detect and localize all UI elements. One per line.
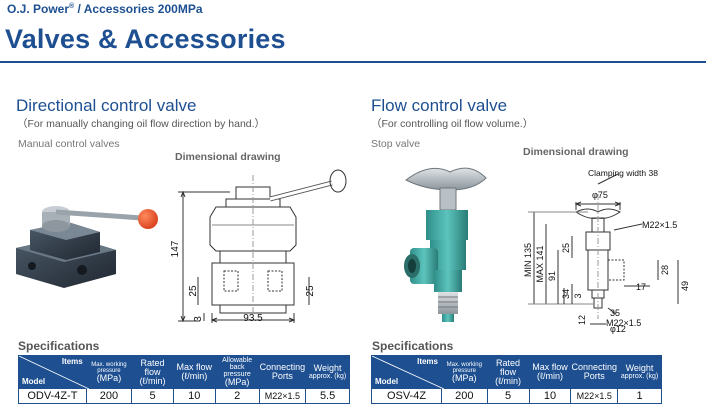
header-back-pressure: Allowable back pressure(MPa) xyxy=(214,355,260,389)
directional-valve-note: （For manually changing oil flow directio… xyxy=(17,118,266,130)
dim-25: 25 xyxy=(561,243,571,253)
items-label: Items xyxy=(417,357,438,366)
dim-port-right: 25 xyxy=(305,285,316,297)
manual-valve-photo xyxy=(16,206,158,288)
header-max-flow: Max flow(ℓ/min) xyxy=(172,355,216,389)
dim-91: 91 xyxy=(547,271,557,281)
right-spec-title: Specifications xyxy=(372,339,454,353)
header-rated-flow: Rated flow(ℓ/min) xyxy=(131,355,174,389)
dim-min-135: MIN 135 xyxy=(523,243,533,277)
dim-35: 35 xyxy=(610,308,620,318)
header-rated-flow: Rated flow(ℓ/min) xyxy=(486,355,530,389)
value-cell: M22×1.5 xyxy=(258,388,307,404)
value-cell: 200 xyxy=(441,388,488,404)
stop-valve-photo xyxy=(404,167,487,322)
dim-base: 3 xyxy=(193,316,204,322)
dim-width: 93.5 xyxy=(243,313,263,324)
value-cell: M22×1.5 xyxy=(570,388,619,404)
value-cell: 1 xyxy=(617,388,662,404)
dim-dia-75: φ75 xyxy=(592,190,608,200)
model-label: Model xyxy=(375,377,399,386)
brand-line: O.J. Power® / Accessories 200MPa xyxy=(7,2,203,16)
left-spec-title: Specifications xyxy=(18,339,100,353)
value-cell: 10 xyxy=(528,388,572,404)
dim-12: 12 xyxy=(577,315,587,325)
dim-3: 3 xyxy=(573,293,583,298)
dim-28: 28 xyxy=(660,265,670,275)
flow-valve-spec-table: Items Model Max. working pressure(MPa) R… xyxy=(371,355,662,404)
flow-valve-heading: Flow control valve xyxy=(371,96,508,115)
dim-port-top: M22×1.5 xyxy=(642,220,677,230)
directional-valve-drawing: 147 93.5 25 25 3 xyxy=(170,169,347,324)
items-label: Items xyxy=(61,357,83,366)
left-drawing-label: Dimensional drawing xyxy=(175,151,281,163)
stop-valve-drawing: Clamping width 38 φ75 M22×1.5 M22×1.5 MI… xyxy=(523,168,690,334)
items-model-header: Items Model xyxy=(371,355,444,389)
items-model-header: Items Model xyxy=(18,355,89,389)
model-cell: ODV-4Z-T xyxy=(18,388,87,404)
dim-max-141: MAX 141 xyxy=(535,245,545,282)
dim-port-left: 25 xyxy=(188,285,199,297)
dim-height: 147 xyxy=(170,240,181,257)
dim-34: 34 xyxy=(561,289,571,299)
model-label: Model xyxy=(22,377,46,386)
title-rule xyxy=(0,61,706,63)
value-cell: 10 xyxy=(172,388,216,404)
model-cell: OSV-4Z xyxy=(371,388,442,404)
value-cell: 200 xyxy=(85,388,133,404)
manual-valves-label: Manual control valves xyxy=(18,138,120,150)
right-drawing-label: Dimensional drawing xyxy=(523,146,629,158)
header-pressure: Max. working pressure(MPa) xyxy=(85,355,133,389)
flow-valve-note: （For controlling oil flow volume.） xyxy=(371,118,534,130)
table-row: ODV-4Z-T 200 5 10 2 M22×1.5 5.5 xyxy=(18,388,350,404)
dim-port-bottom: M22×1.5 xyxy=(606,318,641,328)
directional-valve-spec-table: Items Model Max. working pressure(MPa) R… xyxy=(18,355,350,404)
header-pressure: Max. working pressure(MPa) xyxy=(441,355,488,389)
dim-clamping-width: Clamping width 38 xyxy=(588,168,658,178)
value-cell: 5 xyxy=(131,388,174,404)
page-title: Valves & Accessories xyxy=(5,24,286,54)
value-cell: 5 xyxy=(486,388,530,404)
table-row: OSV-4Z 200 5 10 M22×1.5 1 xyxy=(371,388,662,404)
directional-valve-heading: Directional control valve xyxy=(16,96,197,115)
value-cell: 5.5 xyxy=(305,388,350,404)
stop-valve-label: Stop valve xyxy=(371,138,421,150)
dim-17: 17 xyxy=(636,282,646,292)
header-max-flow: Max flow(ℓ/min) xyxy=(528,355,572,389)
value-cell: 2 xyxy=(214,388,260,404)
dim-49: 49 xyxy=(680,281,690,291)
dim-dia-12: φ12 xyxy=(610,324,626,334)
